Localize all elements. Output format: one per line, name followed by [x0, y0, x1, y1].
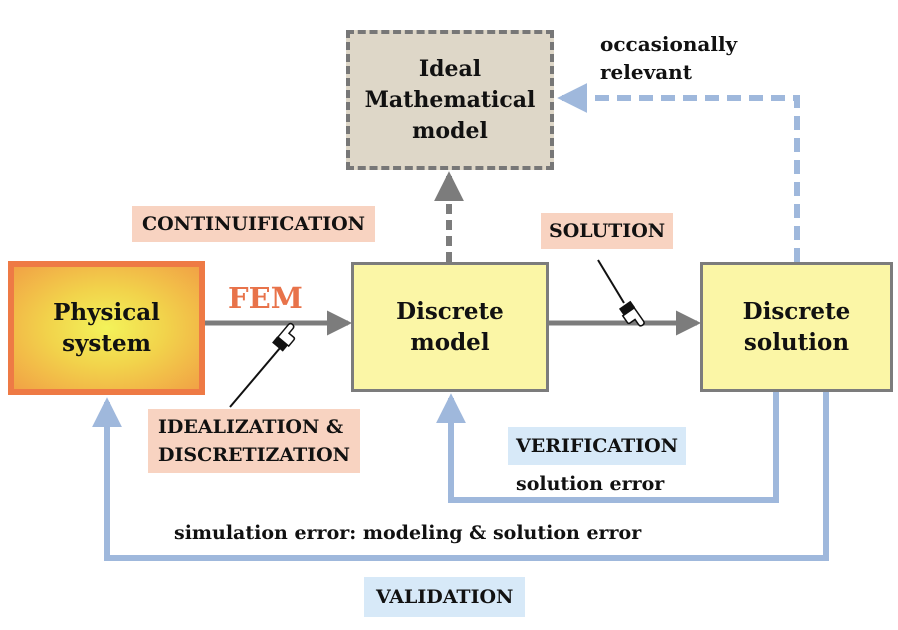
solution-pointer-line — [597, 259, 625, 304]
occasionally-relevant-label: occasionally relevant — [600, 32, 738, 84]
validation-loop — [92, 392, 829, 561]
discrete-solution-box: Discrete solution — [700, 262, 893, 392]
verification-label: VERIFICATION — [508, 427, 687, 465]
solution-label: SOLUTION — [541, 213, 674, 249]
occasionally-relevant-arrow — [557, 83, 800, 262]
ideal-mathematical-model-box: Ideal Mathematical model — [346, 30, 554, 170]
verification-loop — [436, 392, 779, 503]
validation-label: VALIDATION — [364, 577, 526, 617]
discrete-model-box: Discrete model — [351, 262, 549, 392]
idealization-discretization-label: IDEALIZATION & DISCRETIZATION — [148, 409, 361, 473]
idealization-pointer-line — [229, 347, 281, 408]
pointing-hand-icon-2 — [618, 300, 645, 327]
physical-system-box: Physical system — [8, 261, 205, 395]
solution-error-label: solution error — [516, 473, 665, 495]
pointing-hand-icon — [272, 322, 296, 352]
continuification-label: CONTINUIFICATION — [132, 206, 376, 242]
simulation-error-label: simulation error: modeling & solution er… — [174, 522, 642, 544]
fem-label: FEM — [228, 281, 303, 315]
